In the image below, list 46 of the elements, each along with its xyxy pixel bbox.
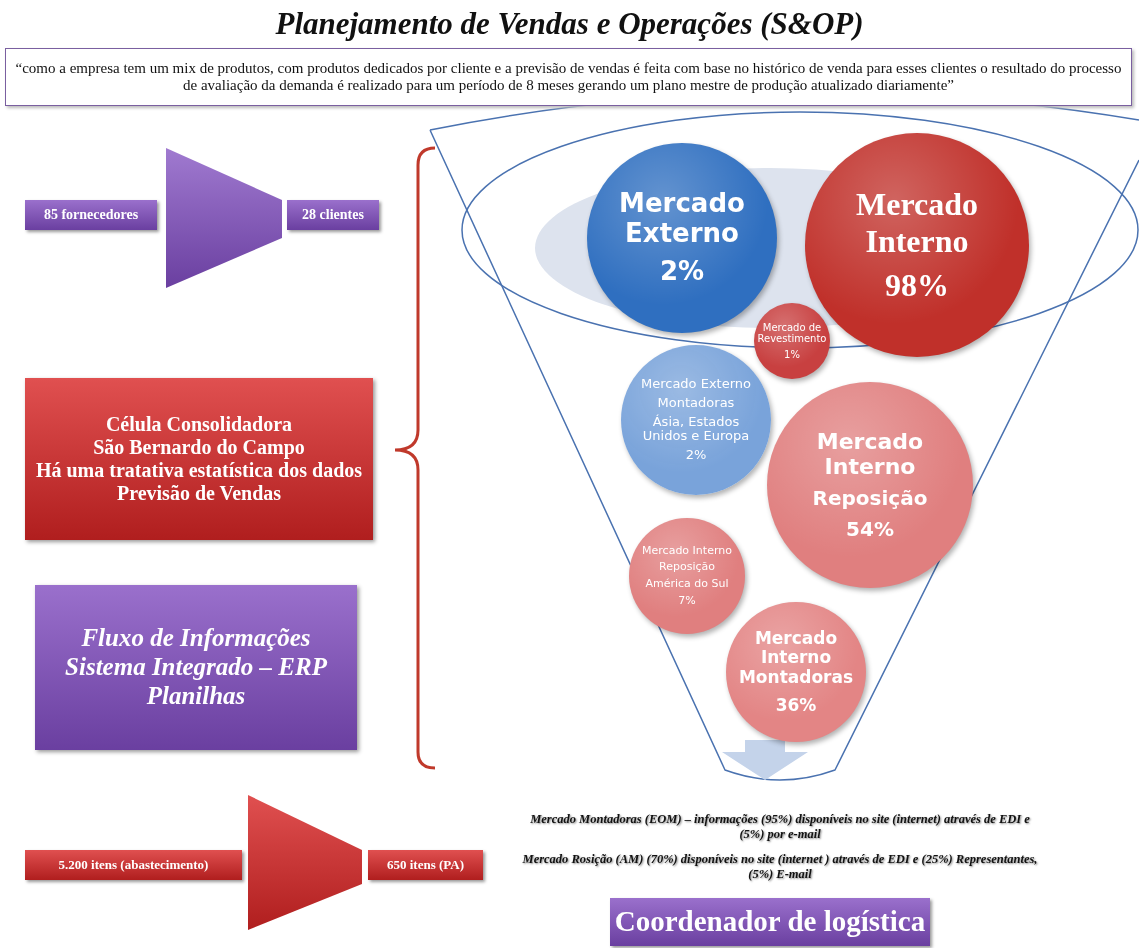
node-label: Montadoras [657,395,735,411]
node-label: “como a empresa tem um mix de produtos, com produtos dedicados por cliente e a previsão de vendas é feita com base no histórico de venda para esses clientes o resultado do processo de avaliação da demanda é realizado para um período de 8 meses gerando um plano mestre de produção atualizado diariamente” [14,59,1123,95]
node-label: 85 fornecedores [43,206,139,224]
process-box [35,585,357,750]
market-circle [726,602,866,742]
market-circle [754,303,830,379]
node-label: Ásia, Estados Unidos e Europa [641,414,751,445]
node-label: 28 clientes [302,206,364,224]
node-label: Reposição [812,487,928,511]
note-text: Mercado Montadoras (EOM) – informações (95%) disponíveis no site (internet) através de EDI e (5%) por e-mail [529,812,1031,842]
market-circle [621,345,771,495]
node-label: Mercado de Revestimento [757,321,827,345]
node-label: Mercado Externo [640,376,751,392]
node-label: 98% [885,267,949,305]
title: Planejamento de Vendas e Operações (S&OP) [274,6,865,42]
node-label: São Bernardo do Campo [93,436,305,459]
node-label: América do Sul [645,578,729,591]
node-label: 2% [659,256,705,287]
node-label: Mercado Interno [815,428,925,480]
node-label: Coordenador de logística [614,905,926,939]
process-box [25,200,157,230]
process-box [368,850,483,880]
node-label: 36% [775,695,817,716]
node-label: Mercado Externo [618,189,746,249]
node-label: 1% [784,348,800,361]
node-label: 650 itens (PA) [387,857,464,873]
note-text: Mercado Rosição (AM) (70%) disponíveis no site (internet ) através de EDI e (25%) Representantes, (5%) E-mail [521,852,1039,882]
node-label: Mercado Interno [642,544,732,558]
node-label: 5.200 itens (abastecimento) [58,857,209,873]
node-label: Sistema Integrado – ERP [65,653,327,682]
process-box [25,378,373,540]
node-label: Mercado Interno [855,185,979,260]
node-label: Célula Consolidadora [105,413,293,436]
node-label: Reposição [659,561,715,574]
node-label: Mercado Interno Montadoras [738,628,854,688]
node-label: Planilhas [146,681,246,711]
node-label: 2% [685,448,707,464]
node-label: 7% [678,594,696,608]
process-box [25,850,242,880]
node-label: Fluxo de Informações [81,624,311,654]
process-box [610,898,930,946]
node-label: Há uma tratativa estatística dos dados [35,459,363,482]
node-label: Previsão de Vendas [116,482,282,505]
quote-box [5,48,1132,106]
process-box [287,200,379,230]
node-label: 54% [846,518,894,542]
